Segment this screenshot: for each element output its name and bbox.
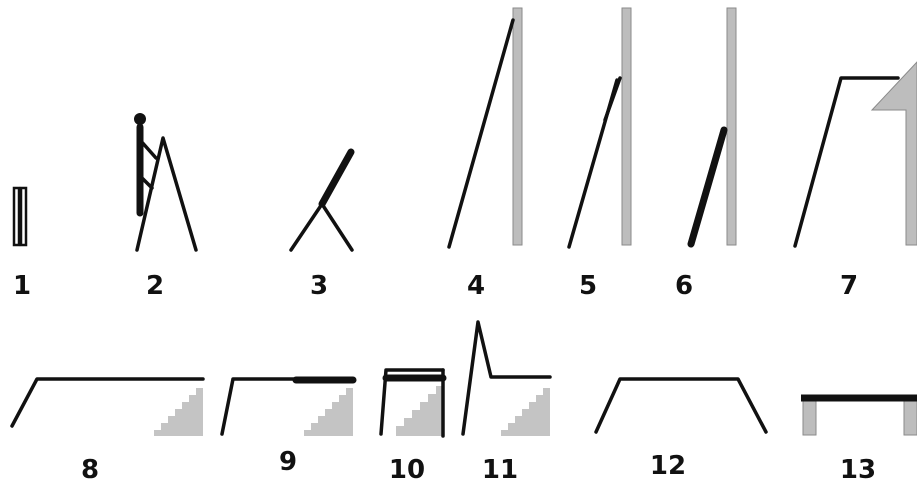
diagram-11-peak-over-stairs [461,320,552,436]
diagram-8-platform-over-stairs [10,377,205,436]
label-7: 7 [840,271,858,301]
label-10: 10 [389,455,425,484]
label-11: 11 [482,455,518,484]
diagram-4-ladder-against-wall [447,7,523,249]
label-2: 2 [146,271,164,301]
diagram-5-extension-ladder [567,7,632,249]
label-9: 9 [279,447,297,477]
diagram-7-ladder-to-roof [793,61,917,248]
diagram-12-trapezoid [594,377,768,434]
label-8: 8 [81,455,99,484]
diagram-10-platform-over-stairs [379,368,447,438]
label-6: 6 [675,271,693,301]
label-5: 5 [579,271,597,301]
label-4: 4 [467,271,485,301]
diagram-3-inverted-y [289,148,355,252]
label-1: 1 [13,271,31,301]
diagram-13-plank-between-supports [801,394,917,436]
label-3: 3 [310,271,328,301]
diagram-2-aframe-with-person [134,113,198,252]
diagram-9-platform-over-stairs [220,376,357,436]
label-12: 12 [650,451,686,481]
diagram-1-folded-ladder [12,186,28,247]
diagram-6-extension-ladder-doubled [687,7,737,248]
label-13: 13 [840,455,876,484]
